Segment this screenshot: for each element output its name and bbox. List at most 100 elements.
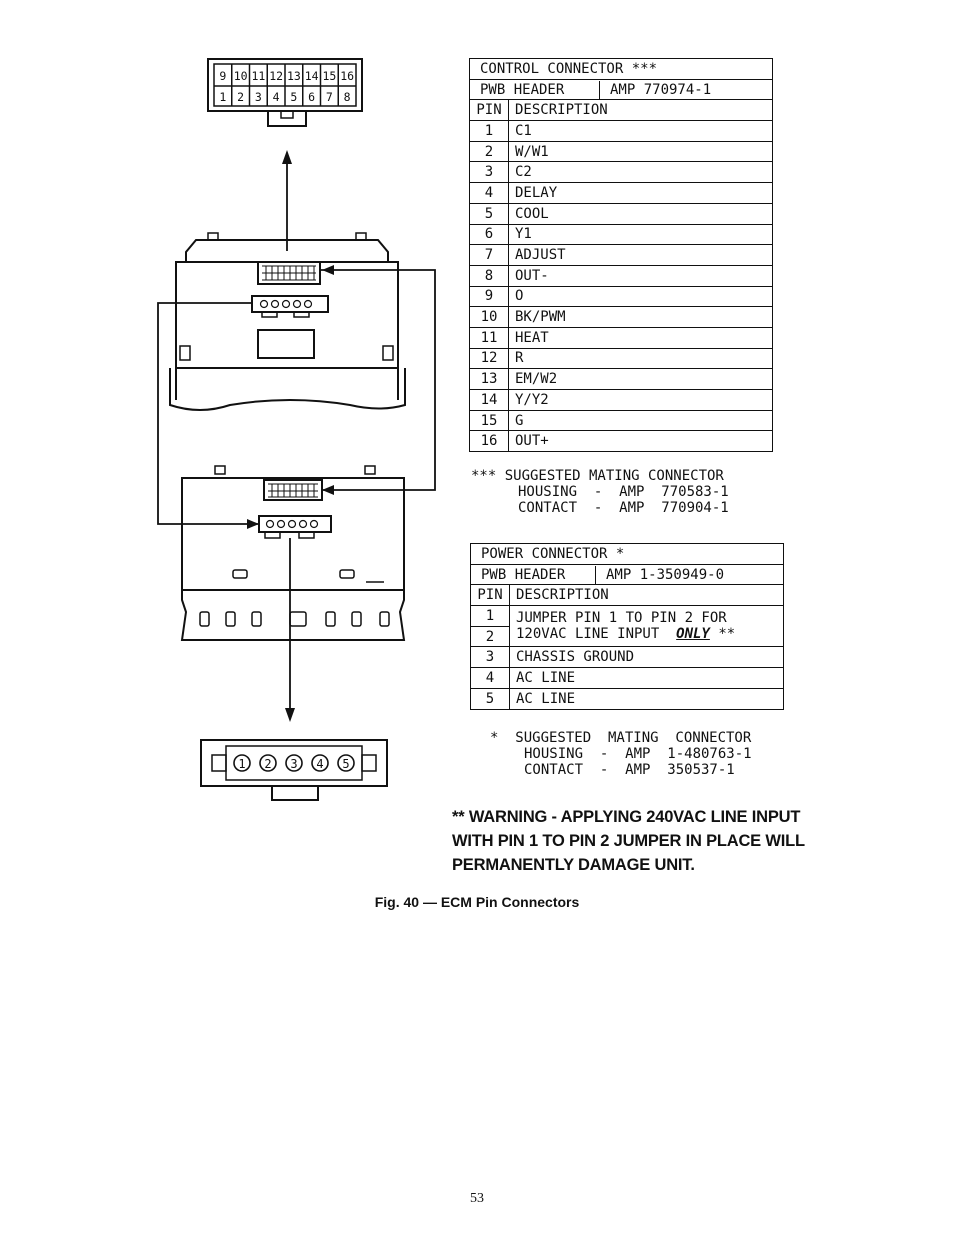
pin-label: 3 [255,90,262,104]
pin-number: 10 [469,306,509,328]
pin-description: COOL [508,202,773,225]
power-mating-note-line2: HOUSING - AMP 1-480763-1 [524,746,752,762]
pin-number: 3 [470,646,510,669]
pin-number: 3 [469,161,509,184]
pin-number: 12 [469,347,509,370]
arrow-down-icon [285,708,295,722]
control-mating-note-line2: HOUSING - AMP 770583-1 [518,484,729,500]
pin-label: 5 [342,757,349,771]
pin-circle [337,754,355,772]
pin-circle [311,754,329,772]
pin-circle [233,754,251,772]
table-title: CONTROL CONNECTOR *** [469,58,773,80]
pin-number: 14 [469,389,509,411]
pin-description: AC LINE [509,687,784,710]
warning-text: ** WARNING - APPLYING 240VAC LINE INPUT … [452,805,805,877]
control-module [169,232,406,411]
pin-number: 4 [470,667,510,689]
pin-label: 15 [322,69,336,83]
pin-circle [285,754,303,772]
arrow-left-icon [322,265,334,275]
pin-description: AC LINE [509,667,784,689]
pin-description: Y1 [508,223,773,246]
control-connector-table: CONTROL CONNECTOR *** PWB HEADER AMP 7709… [469,58,773,453]
pin-description: EM/W2 [508,368,773,390]
pin-header: PIN [470,584,510,607]
description-header: DESCRIPTION [509,584,784,607]
pwb-header-row: PWB HEADER AMP 770974-1 [469,78,773,101]
pwb-part: AMP 770974-1 [610,81,712,98]
pin-label: 4 [316,757,323,771]
pin-number: 6 [469,223,509,246]
pin-description: CHASSIS GROUND [509,646,784,669]
pin-number: 15 [469,409,509,432]
pin-label: 8 [344,90,351,104]
pin-number: 4 [469,182,509,204]
jumper-line1: JUMPER PIN 1 TO PIN 2 FOR [516,610,727,627]
pin-number: 2 [469,140,509,163]
warning-line2: WITH PIN 1 TO PIN 2 JUMPER IN PLACE WILL [452,832,805,850]
pwb-label: PWB HEADER [471,565,596,584]
pin-label: 4 [273,90,280,104]
pin-number: 7 [469,244,509,266]
arrow-right-icon [247,519,259,529]
motor-module [180,465,406,641]
power-mating-note-line3: CONTACT - AMP 350537-1 [524,762,735,778]
pin-number: 16 [469,430,509,453]
arrow-left-icon [322,485,334,495]
pin-description: OUT- [508,264,773,287]
pin-label: 1 [238,757,245,771]
pin-label: 1 [219,90,226,104]
table-title: POWER CONNECTOR * [470,543,784,565]
jumper-mark: ** [718,626,736,643]
pin-label: 2 [237,90,244,104]
pin-label: 3 [290,757,297,771]
jumper-description: JUMPER PIN 1 TO PIN 2 FOR 120VAC LINE IN… [509,605,784,648]
power-connector-plug [200,739,388,801]
pin-description: C2 [508,161,773,184]
pin-circle [259,754,277,772]
figure-caption: Fig. 40 — ECM Pin Connectors [374,894,580,910]
pwb-part: AMP 1-350949-0 [606,566,725,583]
pin-number: 5 [470,687,510,710]
pin-description: BK/PWM [508,306,773,328]
pin-description: G [508,409,773,432]
pin-description: DELAY [508,182,773,204]
pin-description: HEAT [508,326,773,349]
pin-description: O [508,285,773,308]
pwb-header-row: PWB HEADER AMP 1-350949-0 [470,563,784,586]
pin-number: 9 [469,285,509,308]
pin-number: 8 [469,264,509,287]
control-mating-note-line3: CONTACT - AMP 770904-1 [518,500,729,516]
description-header: DESCRIPTION [508,99,773,122]
pin-label: 13 [287,69,301,83]
warning-line3: PERMANENTLY DAMAGE UNIT. [452,856,695,874]
pin-label: 11 [251,69,265,83]
pin-number: 2 [470,625,510,648]
pin-label: 6 [308,90,315,104]
pin-number: 13 [469,368,509,390]
pin-number: 1 [470,605,510,627]
pwb-label: PWB HEADER [470,80,600,99]
pin-number: 1 [469,120,509,142]
power-connector-table: POWER CONNECTOR * PWB HEADER AMP 1-350949… [470,543,784,710]
only-emphasis: ONLY [676,626,710,643]
pin-label: 10 [234,69,248,83]
pin-number: 11 [469,326,509,349]
pin-label: 16 [340,69,354,83]
